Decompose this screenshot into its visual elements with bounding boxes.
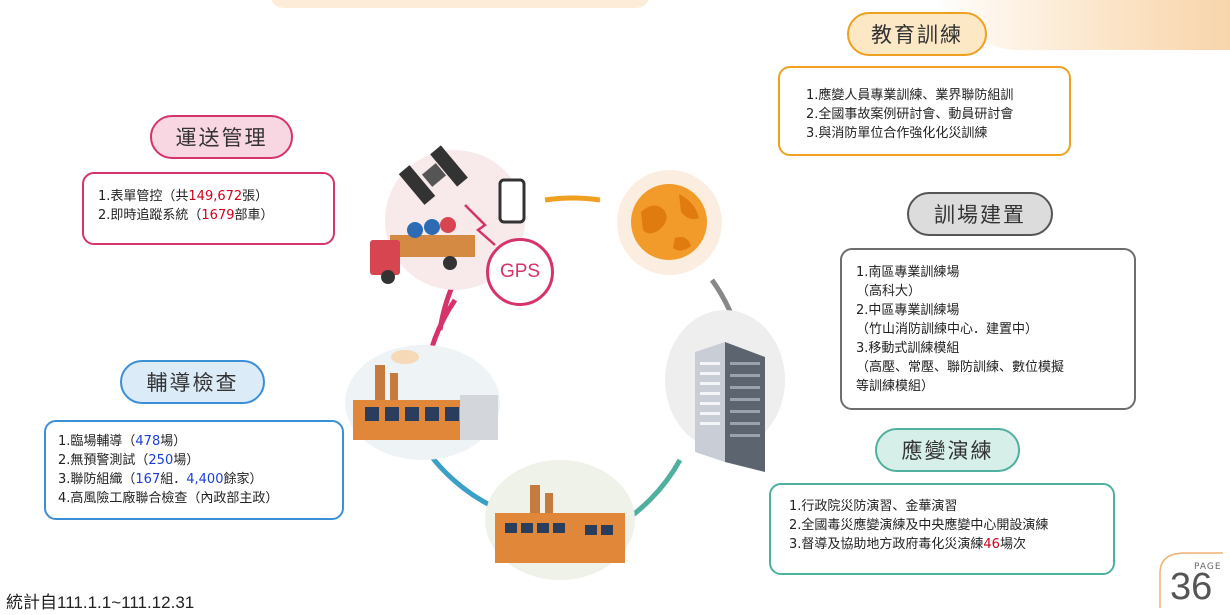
pill-guidance-inspection: 輔導檢查 [120,360,265,404]
guidance-line-3: 3.聯防組織（167組．4,400餘家） [58,470,330,489]
factory-illustration-left [345,345,500,460]
venue-line-2: （高科大） [856,284,922,299]
drill-details: 1.行政院災防演習、金華演習 2.全國毒災應變演練及中央應變中心開設演練 3.督… [769,483,1115,575]
gps-badge: GPS [486,238,554,306]
drill-line-3: 3.督導及協助地方政府毒化災演練46場次 [789,535,1113,554]
transport-details: 1.表單管控（共149,672張） 2.即時追蹤系統（1679部車） [82,172,335,245]
decorative-top-band [270,0,650,8]
text: 1.表單管控（共 [98,189,189,204]
pill-label: 教育訓練 [871,23,963,47]
office-building-icon [695,342,765,472]
text: 2.無預警測試（ [58,453,149,468]
text: 場） [160,434,187,449]
pill-venue-construction: 訓場建置 [907,192,1053,236]
text: 3.聯防組織（ [58,472,136,487]
guidance-details: 1.臨場輔導（478場） 2.無預警測試（250場） 3.聯防組織（167組．4… [44,420,344,520]
pill-label: 輔導檢查 [146,371,239,395]
factory-icon [495,485,625,563]
transport-line-2: 2.即時追蹤系統（1679部車） [98,206,319,225]
text: 場） [173,453,200,468]
count-vehicles: 1679 [201,208,235,223]
venue-line-5: 3.移動式訓練模組 [856,341,960,356]
text: 部車） [234,208,274,223]
building-illustration [665,310,785,472]
venue-line-4: （竹山消防訓練中心．建置中） [856,322,1039,337]
count-tests: 250 [148,453,174,468]
pill-label: 應變演練 [901,439,994,463]
venue-line-7: 等訓練模組） [856,379,935,394]
factory-icon [353,350,498,440]
education-line-3: 3.與消防單位合作強化化災訓練 [806,126,988,141]
education-details: 1.應變人員專業訓練、業界聯防組訓 2.全國事故案例研討會、動員研討會 3.與消… [778,66,1071,156]
text: 張） [242,189,269,204]
text: 2.即時追蹤系統（ [98,208,202,223]
count-drills: 46 [983,537,1000,552]
pill-transport-management: 運送管理 [150,115,293,159]
text: 場次 [999,537,1026,552]
satellite-truck-icon [370,145,526,284]
globe-illustration [617,170,722,275]
education-line-2: 2.全國事故案例研討會、動員研討會 [806,107,1014,122]
venue-line-3: 2.中區專業訓練場 [856,303,960,318]
pill-education-training: 教育訓練 [847,12,987,56]
statistics-footnote: 統計自111.1.1~111.12.31 [6,593,195,612]
text: 餘家） [223,472,263,487]
transport-line-1: 1.表單管控（共149,672張） [98,187,319,206]
count-visits: 478 [135,434,161,449]
education-line-1: 1.應變人員專業訓練、業界聯防組訓 [806,88,1014,103]
count-forms: 149,672 [188,189,243,204]
guidance-line-1: 1.臨場輔導（478場） [58,432,330,451]
pill-label: 訓場建置 [934,203,1026,227]
gps-label: GPS [499,261,541,282]
drill-line-1: 1.行政院災防演習、金華演習 [789,499,958,514]
factory-illustration-bottom [485,460,635,580]
guidance-line-4: 4.高風險工廠聯合檢查（內政部主政） [58,491,279,506]
venue-line-6: （高壓、常壓、聯防訓練、數位模擬 [856,360,1065,375]
text: 3.督導及協助地方政府毒化災演練 [789,537,984,552]
page-number-frame [1159,552,1223,608]
page-label: PAGE [1194,562,1222,572]
venue-details: 1.南區專業訓練場 （高科大） 2.中區專業訓練場 （竹山消防訓練中心．建置中）… [840,248,1136,410]
guidance-line-2: 2.無預警測試（250場） [58,451,330,470]
globe-icon [631,184,707,260]
venue-line-1: 1.南區專業訓練場 [856,265,960,280]
pill-label: 運送管理 [175,126,268,150]
text: 組． [160,472,187,487]
text: 1.臨場輔導（ [58,434,136,449]
page-number: 36 [1170,566,1213,608]
pill-emergency-drill: 應變演練 [875,428,1020,472]
drill-line-2: 2.全國毒災應變演練及中央應變中心開設演練 [789,518,1049,533]
count-companies: 4,400 [186,472,224,487]
count-groups: 167 [135,472,161,487]
